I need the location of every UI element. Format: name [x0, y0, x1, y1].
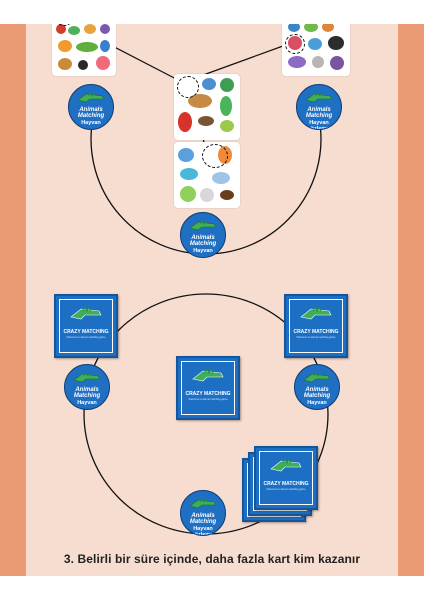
- crazy-card-title: CRAZY MATCHING: [63, 329, 109, 335]
- crazy-card-stack-front: CRAZY MATCHING Welcome to animal matchin…: [254, 446, 318, 510]
- caption: 3. Belirli bir süre içinde, daha fazla k…: [63, 552, 361, 566]
- coin-subtitle: Hayvan: [193, 248, 213, 254]
- animal-card-top-right: [282, 24, 350, 76]
- animal-card-top-left: [52, 24, 116, 76]
- coin-title-1: Animals: [191, 513, 215, 519]
- coin-title-1: Animals: [307, 107, 331, 113]
- crocodile-icon: [73, 372, 101, 383]
- side-band-left: [0, 24, 26, 576]
- coin-bottom: Animals Matching Hayvan gözlemci: [180, 490, 226, 536]
- coin-title-2: Matching: [189, 241, 217, 247]
- illustration-panel: Animals Matching Hayvan Animals Matching…: [26, 24, 398, 576]
- crocodile-icon: [70, 305, 102, 320]
- coin-subtitle: Hayvan: [81, 120, 101, 126]
- crazy-card-subtitle: Welcome to animal matching game: [66, 336, 106, 339]
- coin-title-2: Matching: [303, 393, 331, 399]
- coin-subtitle: Hayvan gözlemci: [191, 526, 215, 536]
- crocodile-icon: [189, 498, 217, 509]
- coin-mid-right: Animals Matching Hayvan: [294, 364, 340, 410]
- coin-top-right: Animals Matching Hayvan gözlemci: [296, 84, 342, 130]
- side-band-right: [398, 24, 424, 576]
- coin-title-1: Animals: [75, 387, 99, 393]
- coin-title-2: Matching: [73, 393, 101, 399]
- crocodile-icon: [300, 305, 332, 320]
- coin-subtitle: Hayvan: [307, 400, 327, 406]
- crazy-card-subtitle: Welcome to animal matching game: [188, 398, 228, 401]
- animal-card-center-lower: [174, 142, 240, 208]
- crazy-card-top-left: CRAZY MATCHING Welcome to animal matchin…: [54, 294, 118, 358]
- animal-card-center-upper: [174, 74, 240, 140]
- crazy-card-title: CRAZY MATCHING: [185, 391, 231, 397]
- coin-subtitle: Hayvan: [77, 400, 97, 406]
- crazy-card-subtitle: Welcome to animal matching game: [266, 488, 306, 491]
- coin-title-2: Matching: [77, 113, 105, 119]
- crazy-card-title: CRAZY MATCHING: [263, 481, 309, 487]
- crocodile-icon: [270, 457, 302, 472]
- coin-title-2: Matching: [189, 519, 217, 525]
- crazy-card-top-right: CRAZY MATCHING Welcome to animal matchin…: [284, 294, 348, 358]
- crocodile-icon: [305, 92, 333, 103]
- coin-title-1: Animals: [191, 235, 215, 241]
- coin-title-2: Matching: [305, 113, 333, 119]
- crocodile-icon: [303, 372, 331, 383]
- crazy-card-subtitle: Welcome to animal matching game: [296, 336, 336, 339]
- crazy-card-title: CRAZY MATCHING: [293, 329, 339, 335]
- crocodile-icon: [77, 92, 105, 103]
- crazy-card-center: CRAZY MATCHING Welcome to animal matchin…: [176, 356, 240, 420]
- coin-subtitle: Hayvan gözlemci: [307, 120, 331, 130]
- coin-title-1: Animals: [305, 387, 329, 393]
- coin-mid-left: Animals Matching Hayvan: [64, 364, 110, 410]
- coin-top-bottom: Animals Matching Hayvan: [180, 212, 226, 258]
- coin-title-1: Animals: [79, 107, 103, 113]
- crocodile-icon: [192, 367, 224, 382]
- crocodile-icon: [189, 220, 217, 231]
- coin-top-left: Animals Matching Hayvan: [68, 84, 114, 130]
